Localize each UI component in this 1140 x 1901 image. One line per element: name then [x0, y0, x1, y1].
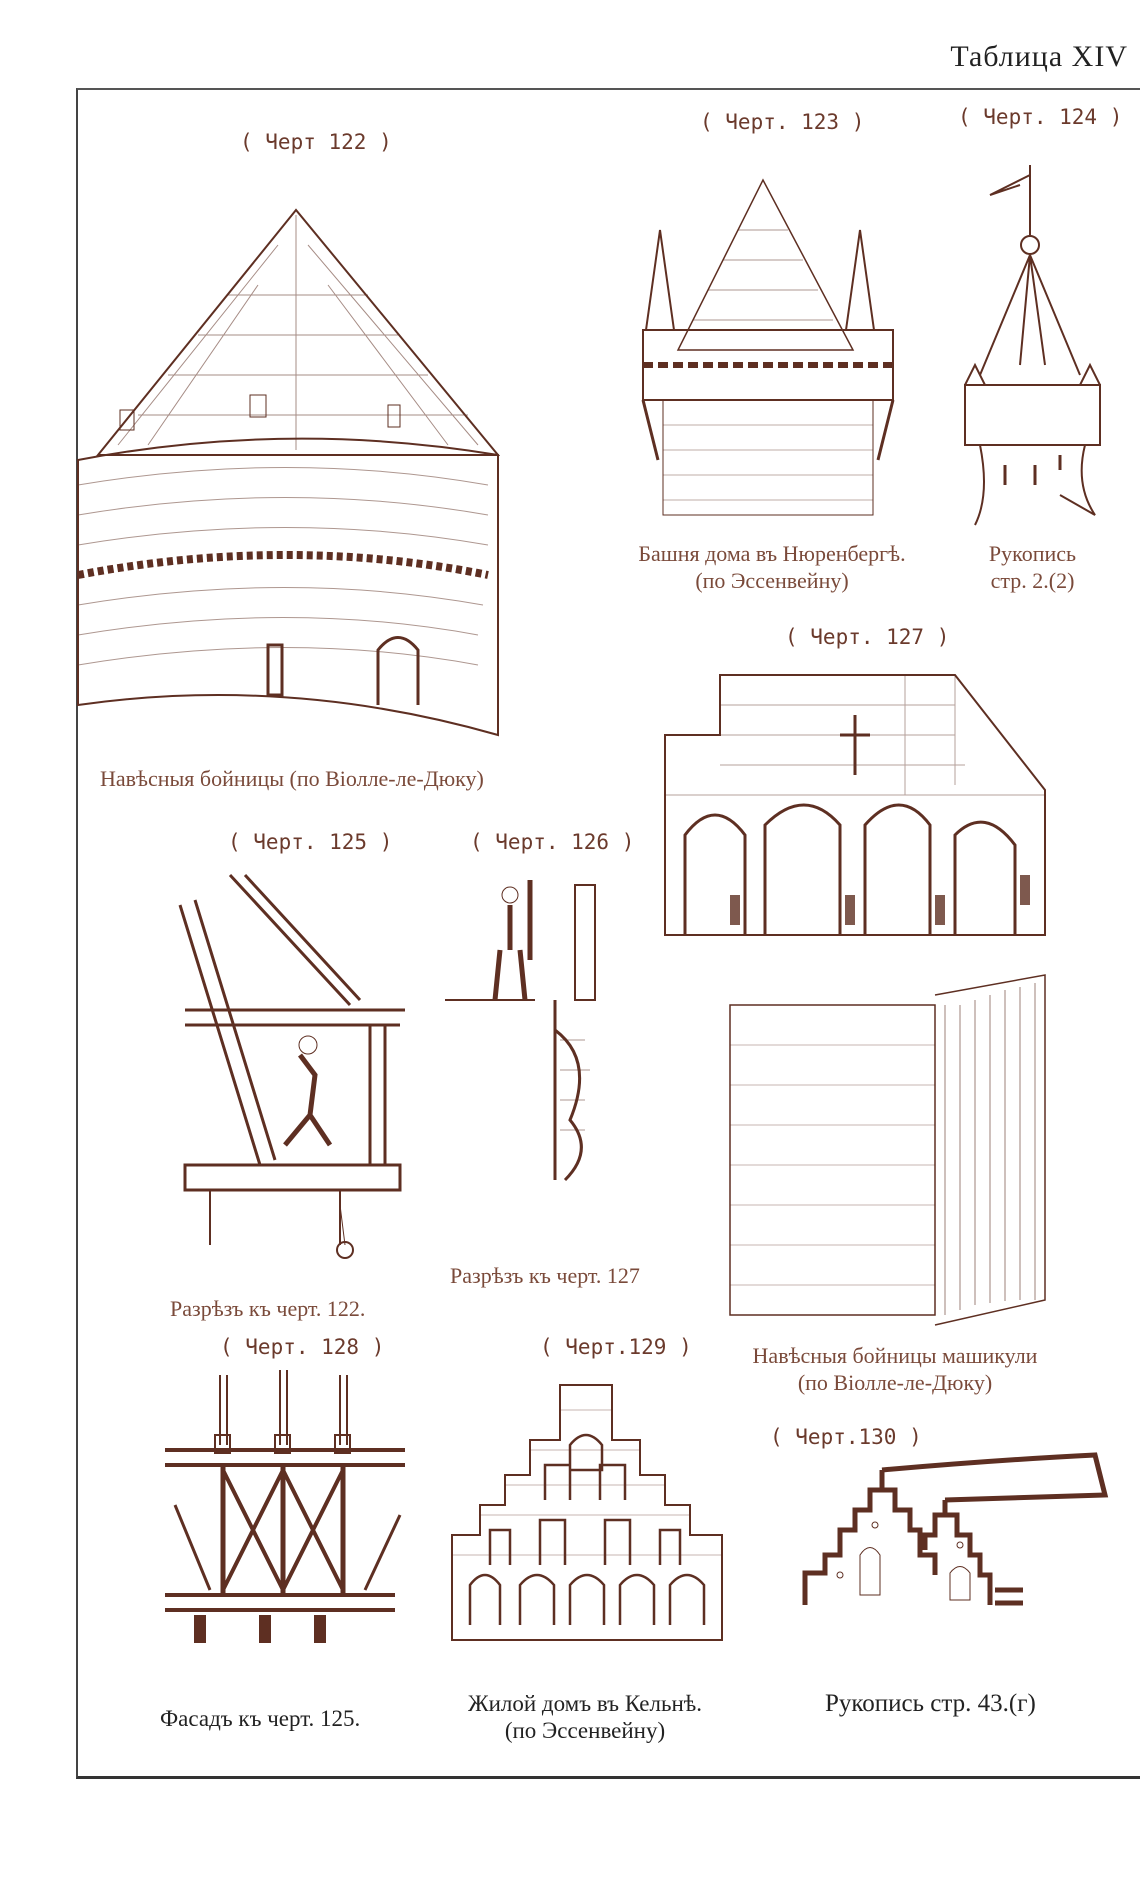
figure-122-tower-drawing — [77, 208, 501, 737]
figure-129-house-drawing — [451, 1384, 723, 1641]
caption-line: стр. 2.(2) — [990, 568, 1075, 593]
caption-line: Навѣсныя бойницы машикули — [752, 1343, 1038, 1368]
figure-130-label: ( Черт.130 ) — [770, 1425, 922, 1449]
caption-line: (по Эссенвейну) — [504, 1718, 666, 1743]
figure-130-caption: Рукопись стр. 43.(г) — [825, 1690, 1036, 1717]
caption-line: Жилой домъ въ Кельнѣ. — [467, 1691, 703, 1716]
caption-line: Башня дома въ Нюренбергѣ. — [638, 541, 906, 566]
figure-123-caption: Башня дома въ Нюренбергѣ. (по Эссенвейну… — [607, 540, 937, 594]
figure-125-caption: Разрѣзъ къ черт. 122. — [170, 1296, 366, 1321]
figure-128-caption: Фасадъ къ черт. 125. — [160, 1706, 361, 1731]
figure-125-section-drawing — [178, 873, 405, 1259]
figure-126-caption: Разрѣзъ къ черт. 127 — [450, 1263, 640, 1288]
plate-title: Таблица XIV — [950, 40, 1128, 73]
figure-128-facade-drawing — [165, 1370, 405, 1643]
figure-122-label: ( Черт 122 ) — [240, 130, 392, 154]
caption-line: Рукопись — [988, 541, 1077, 566]
figure-127-label: ( Черт. 127 ) — [785, 625, 950, 649]
figure-123-tower-drawing — [641, 178, 895, 516]
figure-122-caption: Навѣсныя бойницы (по Віолле-ле-Дюку) — [100, 766, 484, 791]
figure-125-label: ( Черт. 125 ) — [228, 830, 393, 854]
figure-129-label: ( Черт.129 ) — [540, 1335, 692, 1359]
figure-124-label: ( Черт. 124 ) — [958, 105, 1123, 129]
figure-127-machicolation-drawing — [664, 674, 1046, 1326]
figure-123-label: ( Черт. 123 ) — [700, 110, 865, 134]
figure-129-caption: Жилой домъ въ Кельнѣ. (по Эссенвейну) — [455, 1690, 715, 1744]
figure-128-label: ( Черт. 128 ) — [220, 1335, 385, 1359]
figure-124-caption: Рукопись стр. 2.(2) — [970, 540, 1095, 594]
plate-frame — [76, 88, 1140, 1779]
figure-127-caption: Навѣсныя бойницы машикули (по Віолле-ле-… — [715, 1342, 1075, 1396]
caption-line: (по Віолле-ле-Дюку) — [797, 1370, 993, 1395]
figure-124-manuscript-tower-drawing — [964, 165, 1101, 526]
caption-line: (по Эссенвейну) — [695, 568, 849, 593]
figure-130-manuscript-drawing — [802, 1452, 1109, 1606]
figure-126-section-drawing — [445, 880, 596, 1182]
figure-126-label: ( Черт. 126 ) — [470, 830, 635, 854]
